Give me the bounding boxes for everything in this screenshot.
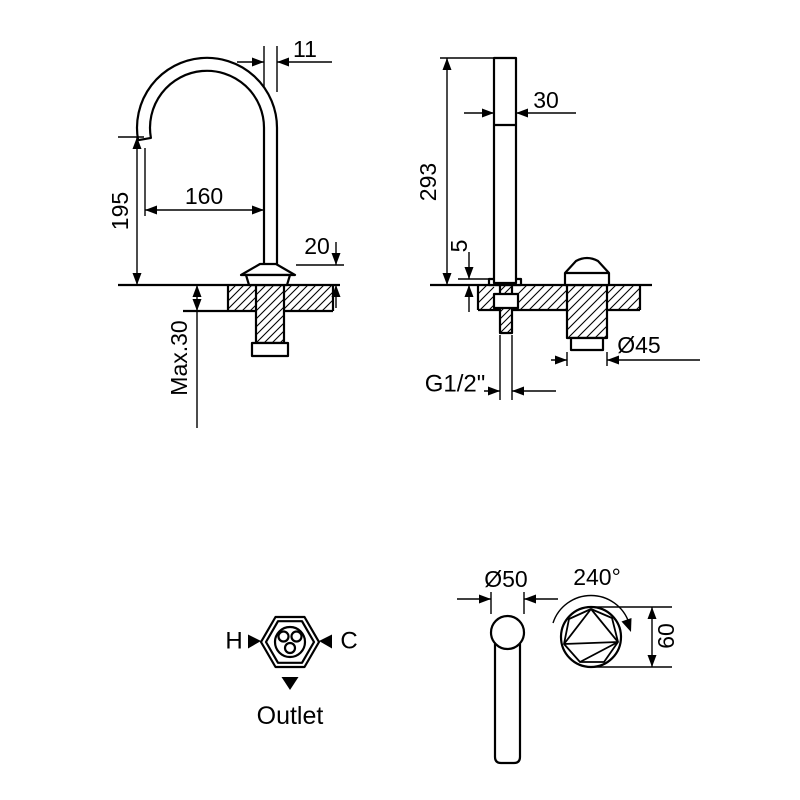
dim-spout-od-label: 11	[293, 36, 317, 62]
dim-arrows	[145, 205, 264, 215]
dim-arrows	[192, 285, 202, 311]
dim-base-height-label: 20	[304, 233, 330, 259]
dim-ext-lines	[593, 606, 672, 668]
shank-thread-hatch	[255, 284, 285, 344]
dim-ext-lines	[263, 46, 278, 92]
dim-deck-thickness-label: Max.30	[166, 320, 192, 395]
valve-thread-hatch	[566, 284, 608, 339]
lever-bar	[493, 642, 522, 765]
spout-base-dome	[239, 262, 297, 277]
dimension-lever-od: Ø50	[457, 566, 558, 614]
dimension-column-height: 293	[415, 57, 494, 285]
cold-arrow-icon	[319, 634, 332, 649]
valve-cap	[563, 256, 611, 287]
rotation-arrow-icon	[621, 618, 632, 632]
dimension-reach: 160	[144, 148, 264, 216]
dim-knob-od-label: 60	[653, 623, 679, 649]
knob-facet-lines	[563, 608, 619, 663]
shank-body	[254, 283, 286, 345]
rotation-arc	[552, 594, 630, 624]
dim-rotation-label: 240°	[573, 564, 621, 590]
hot-arrow-icon	[248, 634, 261, 649]
aerator-hole	[290, 630, 303, 643]
outlet-arrow-icon	[281, 677, 299, 690]
dimension-valve-od: Ø45	[551, 332, 700, 366]
knob-circle	[559, 605, 623, 669]
aerator-circle	[273, 625, 307, 659]
outlet-label: Outlet	[257, 702, 324, 730]
dim-arrows	[331, 253, 341, 297]
dim-arrows	[488, 386, 524, 396]
handle-knob-view: 240° 60	[552, 564, 679, 669]
shank-nut	[250, 341, 290, 358]
dim-ext-lines	[490, 592, 525, 614]
dimension-thread: G1/2"	[425, 335, 556, 400]
dim-arrows	[647, 607, 657, 667]
aerator-hole	[277, 630, 290, 643]
spout-column	[492, 56, 518, 285]
side-view: 11 160 195 20 Max.30	[107, 36, 344, 428]
dimension-deck-thickness: Max.30	[166, 285, 202, 428]
dim-column-height-label: 293	[415, 163, 441, 201]
spout-base-band	[244, 273, 292, 287]
dimension-column-width: 30	[464, 87, 576, 118]
dim-arrows	[464, 267, 474, 297]
valve-body	[565, 283, 609, 340]
dim-base-gap-label: 5	[446, 240, 472, 253]
outlet-hex-outer	[259, 615, 321, 669]
dim-arrows	[479, 594, 536, 604]
dim-valve-od-label: Ø45	[617, 332, 660, 358]
aerator-hole	[283, 641, 297, 655]
dim-height-label: 195	[107, 192, 133, 230]
outlet-view: H C Outlet	[225, 615, 358, 730]
dimension-height: 195	[107, 136, 144, 285]
cold-label: C	[340, 628, 357, 655]
dim-lever-od-label: Ø50	[484, 566, 527, 592]
handle-lever-view: Ø50	[457, 566, 558, 765]
dimension-knob-od: 60	[593, 606, 679, 668]
dim-reach-label: 160	[185, 183, 223, 209]
dimension-base-height: 20	[296, 233, 344, 308]
dim-ext-lines	[499, 335, 513, 400]
dim-arrows	[555, 355, 619, 365]
dim-column-width-label: 30	[533, 87, 559, 113]
counter-hatch	[477, 284, 641, 311]
dim-thread-label: G1/2"	[425, 371, 486, 398]
outlet-hex-inner	[264, 620, 316, 664]
hot-label: H	[225, 628, 242, 655]
counter-hatch	[227, 284, 334, 312]
dimension-base-gap: 5	[446, 240, 489, 312]
lever-knob-circle	[489, 614, 526, 651]
knob-facet-polygon	[563, 608, 619, 663]
dimension-spout-od: 11	[237, 36, 332, 92]
front-view: 293 30 5 G1/2" Ø45	[415, 56, 700, 400]
dim-arrows	[482, 108, 528, 118]
dim-arrows	[252, 57, 289, 67]
gooseneck-spout	[135, 56, 279, 268]
valve-nut	[569, 336, 605, 352]
dim-ext-lines	[566, 352, 608, 366]
column-shank-nut	[492, 292, 520, 310]
